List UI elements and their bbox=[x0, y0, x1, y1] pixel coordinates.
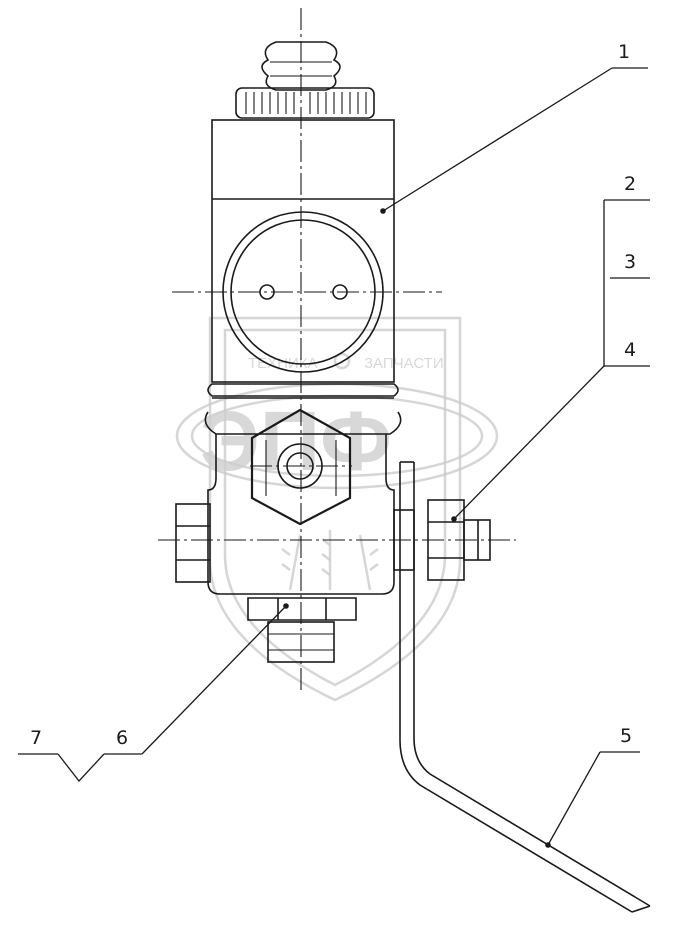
callout-1-label: 1 bbox=[618, 41, 630, 63]
callout-2-label: 2 bbox=[624, 173, 636, 195]
watermark-logo-text: ЭПФ bbox=[200, 394, 392, 488]
watermark-text-right: ЗАПЧАСТИ bbox=[364, 355, 444, 372]
bracket bbox=[399, 461, 651, 913]
callout-6-label: 6 bbox=[116, 727, 128, 749]
callout-7-label: 7 bbox=[30, 727, 42, 749]
valve-body bbox=[158, 8, 516, 690]
callout-5-label: 5 bbox=[620, 725, 632, 747]
callout-3-label: 3 bbox=[624, 251, 636, 273]
callout-leaders bbox=[18, 67, 650, 848]
watermark-text-left: ТЕХНИКА bbox=[248, 355, 318, 372]
wheat-ears-icon bbox=[281, 530, 379, 591]
callout-4-label: 4 bbox=[624, 339, 636, 361]
watermark: ТЕХНИКА ЗАПЧАСТИ ЭПФ bbox=[175, 316, 499, 702]
